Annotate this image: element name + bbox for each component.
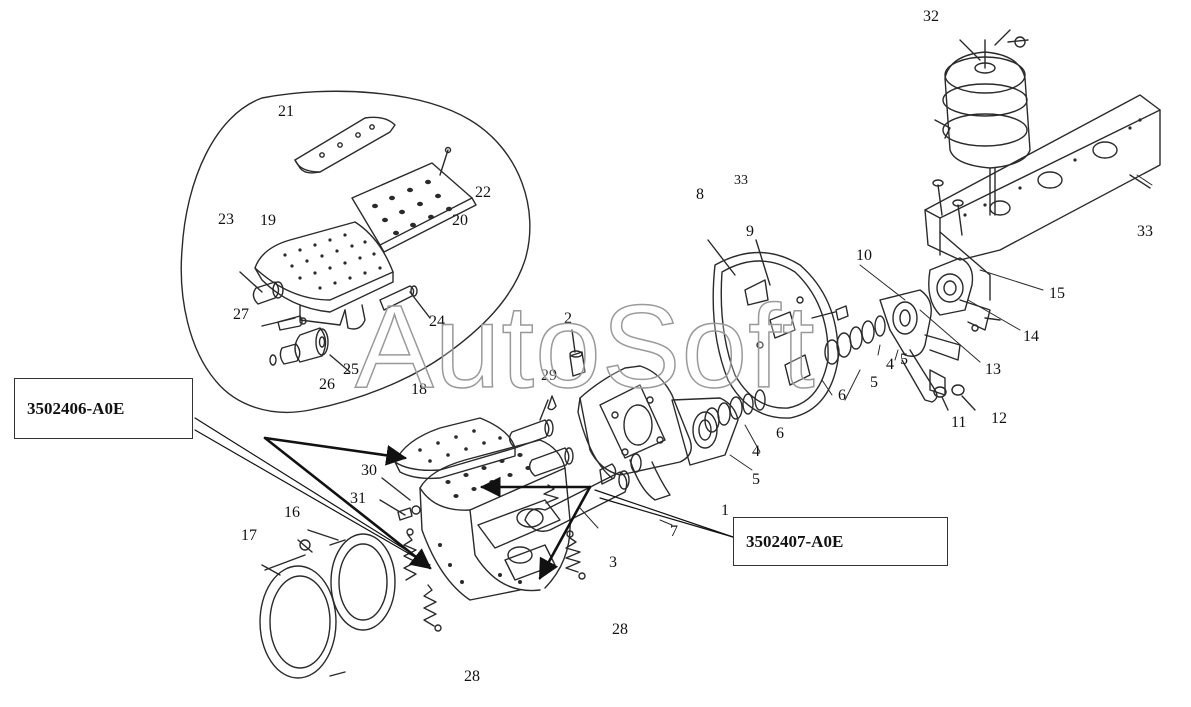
callout-5c: 5 — [900, 351, 908, 368]
callout-30: 30 — [361, 462, 377, 479]
lining-plate-21 — [294, 116, 396, 174]
pin-27 — [261, 315, 307, 331]
brake-chamber-32 — [934, 29, 1031, 216]
clip-30-31 — [379, 477, 421, 521]
callout-24: 24 — [429, 313, 445, 330]
part-number-leaders — [194, 417, 734, 580]
callout-10: 10 — [856, 247, 872, 264]
brake-drum-16 — [307, 529, 396, 631]
callout-2: 2 — [564, 310, 572, 327]
callout-21: 21 — [278, 103, 294, 120]
callout-4a: 4 — [752, 443, 760, 460]
frame-bolts — [932, 179, 964, 236]
anchor-pin-24 — [379, 285, 431, 319]
callout-9: 9 — [746, 223, 754, 240]
callout-7: 7 — [670, 523, 678, 540]
callout-6b: 6 — [838, 387, 846, 404]
callout-27: 27 — [233, 306, 249, 323]
chamber-bracket-15 — [928, 257, 1001, 332]
clevis-11-12 — [929, 369, 976, 411]
anchor-pin-29 — [508, 395, 574, 477]
callout-31: 31 — [350, 490, 366, 507]
callout-12: 12 — [991, 410, 1007, 427]
callout-11: 11 — [951, 414, 967, 431]
callout-4b: 4 — [886, 356, 894, 373]
detail-outline — [180, 90, 531, 414]
lining-pad-20 — [351, 146, 477, 253]
callout-33: 33 — [1137, 223, 1153, 240]
callout-17: 17 — [241, 527, 257, 544]
callout-26: 26 — [319, 376, 335, 393]
callout-28a: 28 — [612, 621, 628, 638]
callout-32: 32 — [923, 8, 939, 25]
part-number-right: 3502407-A0E — [746, 531, 844, 551]
callout-19: 19 — [260, 212, 276, 229]
brake-drum-17 — [259, 539, 346, 679]
slack-adjuster-10 — [879, 289, 961, 403]
brake-shoe-19 — [239, 221, 394, 330]
callout-8: 8 — [696, 186, 704, 203]
callout-3: 3 — [609, 554, 617, 571]
leader-25 — [329, 354, 351, 373]
brake-spider — [577, 365, 692, 501]
callout-5a: 5 — [752, 471, 760, 488]
part-number-box-right: 3502407-A0E — [733, 517, 948, 566]
callout-5b: 5 — [870, 374, 878, 391]
part-number-box-left: 3502406-A0E — [14, 378, 193, 439]
callout-18: 18 — [411, 381, 427, 398]
callout-15: 15 — [1049, 285, 1065, 302]
callout-33-top: 33 — [734, 173, 748, 188]
callout-29: 29 — [541, 367, 557, 384]
bolt-2 — [569, 329, 586, 377]
dust-shield-9 — [707, 239, 839, 419]
callout-28b: 28 — [464, 668, 480, 685]
callout-22: 22 — [475, 184, 491, 201]
callout-16: 16 — [284, 504, 300, 521]
callout-13: 13 — [985, 361, 1001, 378]
washer-stack-upper — [811, 305, 886, 365]
leader-lines — [579, 174, 1153, 529]
part-number-left: 3502406-A0E — [27, 398, 125, 418]
roller-25 — [294, 327, 329, 363]
callout-6a: 6 — [776, 425, 784, 442]
return-spring-28 — [403, 528, 442, 632]
washer-stack-lower — [630, 389, 766, 473]
watermark-text: AutoSoft — [354, 281, 816, 413]
callout-23: 23 — [218, 211, 234, 228]
callout-25: 25 — [343, 361, 359, 378]
washer-26 — [269, 343, 301, 366]
callout-1: 1 — [721, 502, 729, 519]
camshaft-7 — [524, 463, 630, 532]
brake-shoe-18 — [394, 417, 516, 480]
callout-14: 14 — [1023, 328, 1039, 345]
callout-20: 20 — [452, 212, 468, 229]
brake-shoe-lower — [419, 439, 571, 601]
frame-rail-33 — [924, 94, 1161, 301]
